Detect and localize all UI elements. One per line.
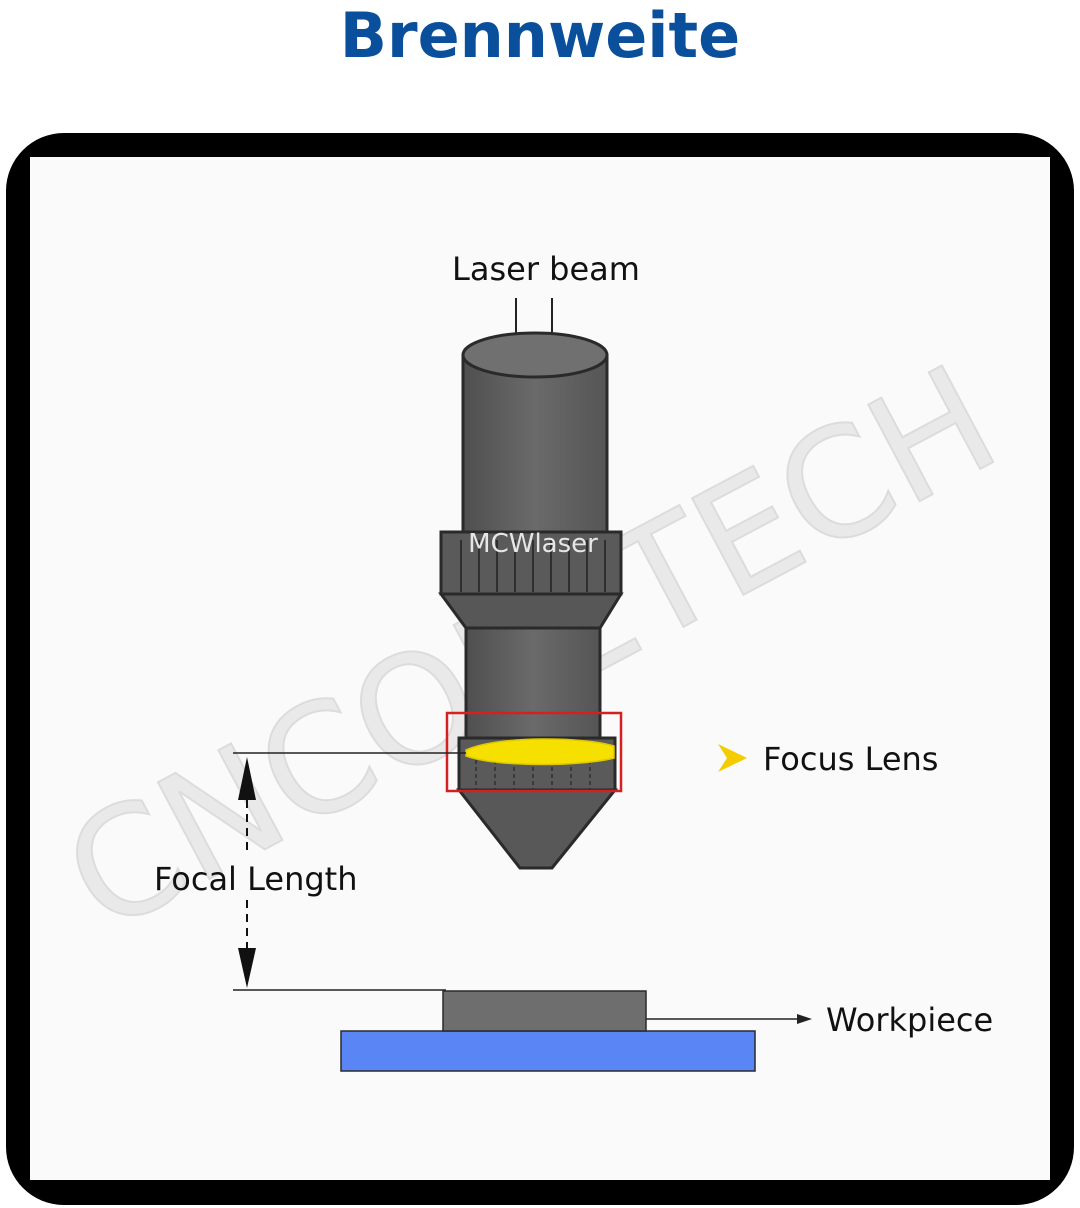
- knurled-ring: [439, 530, 623, 596]
- tube-top-ellipse: [461, 331, 609, 379]
- focus-lens-shape: [465, 738, 615, 766]
- brand-watermark: MCWlaser: [468, 529, 598, 559]
- ring-taper: [438, 592, 624, 630]
- work-table: [340, 1030, 756, 1072]
- laser-nozzle: [438, 331, 624, 870]
- laser-beam-lines: [515, 298, 553, 334]
- page-title: Brennweite: [339, 0, 741, 72]
- workpiece-pointer: [646, 1014, 812, 1024]
- focal-length-dimension-arrow: [238, 757, 256, 988]
- focus-lens-marker-icon: [718, 744, 747, 772]
- workpiece-label: Workpiece: [826, 1001, 993, 1039]
- focal-length-label: Focal Length: [154, 860, 357, 898]
- lower-tube: [464, 626, 602, 742]
- focus-lens-label: Focus Lens: [763, 740, 938, 778]
- lens-highlight-box: [445, 711, 623, 793]
- laser-beam-label: Laser beam: [452, 250, 640, 288]
- workpiece-block: [442, 990, 647, 1032]
- focal-reference-lines: [233, 752, 466, 991]
